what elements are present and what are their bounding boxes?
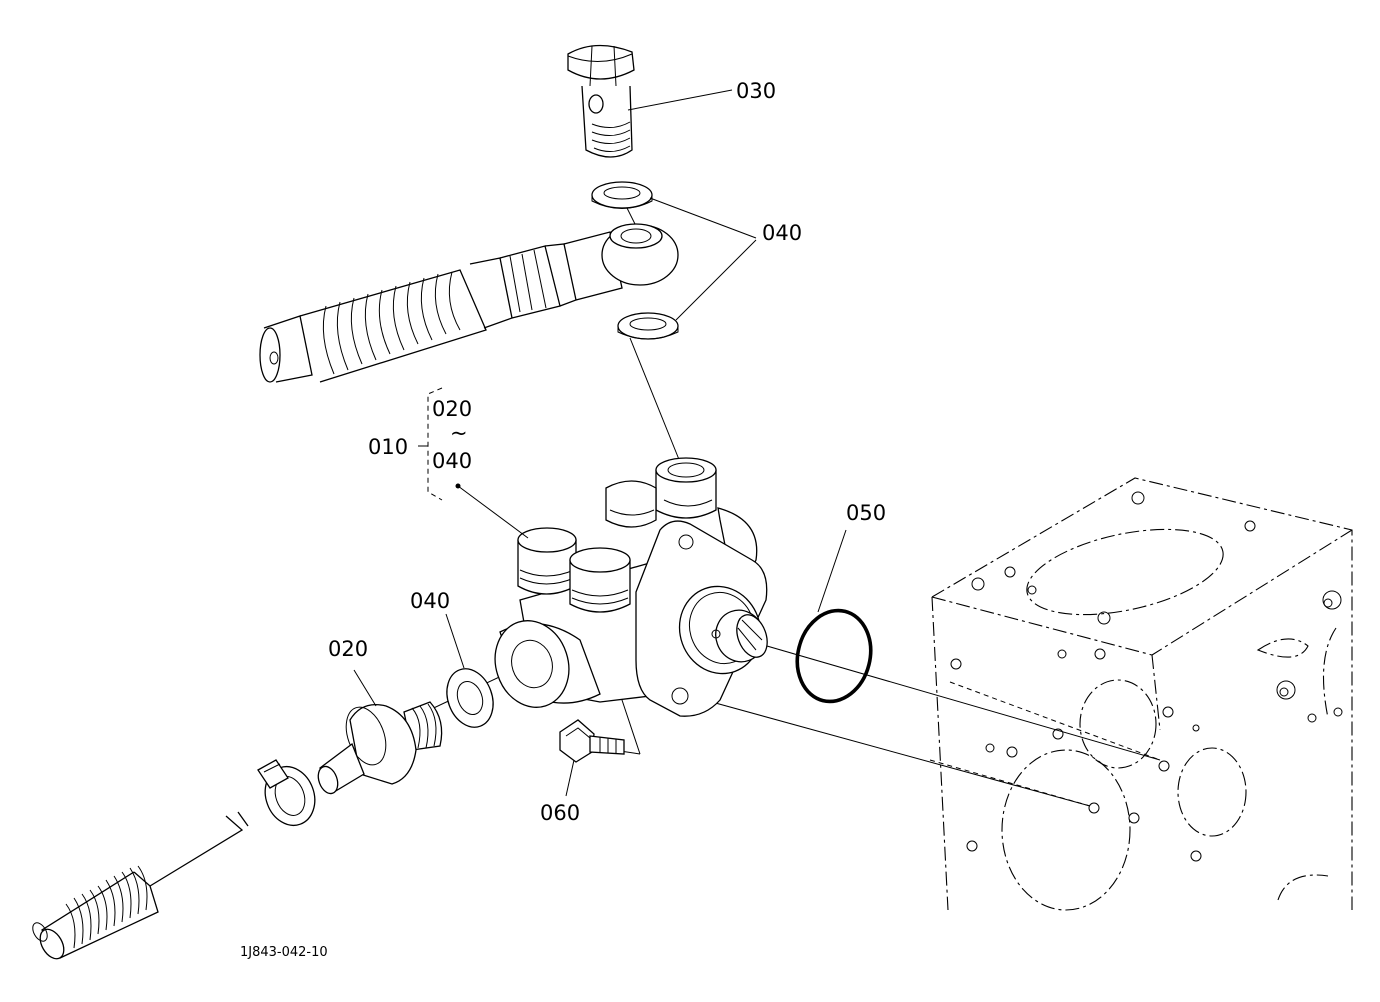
sealing-washer-lower [446,668,494,728]
part-labels: 030 040 010 020 ~ 040 050 040 020 060 1J… [240,79,886,960]
sealing-washer-middle [617,312,679,340]
label-060: 060 [540,801,580,825]
o-ring [795,608,873,704]
mounting-bolt [559,719,625,763]
leader-lines [353,89,847,797]
inlet-joint [317,701,443,795]
label-020: 020 [328,637,368,661]
label-040-top: 040 [762,221,802,245]
upper-fuel-hose [259,223,679,383]
lower-fuel-hose [32,811,249,960]
assembly-bracket [418,387,443,501]
label-020-range: 020 [432,397,472,421]
leader-dot [455,483,461,489]
engine-block [931,477,1353,911]
hose-clamp [257,759,316,827]
label-040-left: 040 [410,589,450,613]
label-040-range: 040 [432,449,472,473]
sealing-washer-upper [591,181,653,209]
label-tilde: ~ [450,421,468,445]
reference-code: 1J843-042-10 [240,945,328,960]
label-050: 050 [846,501,886,525]
fuel-pump-assembly [494,457,768,717]
banjo-bolt [567,44,635,158]
label-010: 010 [368,435,408,459]
label-030: 030 [736,79,776,103]
